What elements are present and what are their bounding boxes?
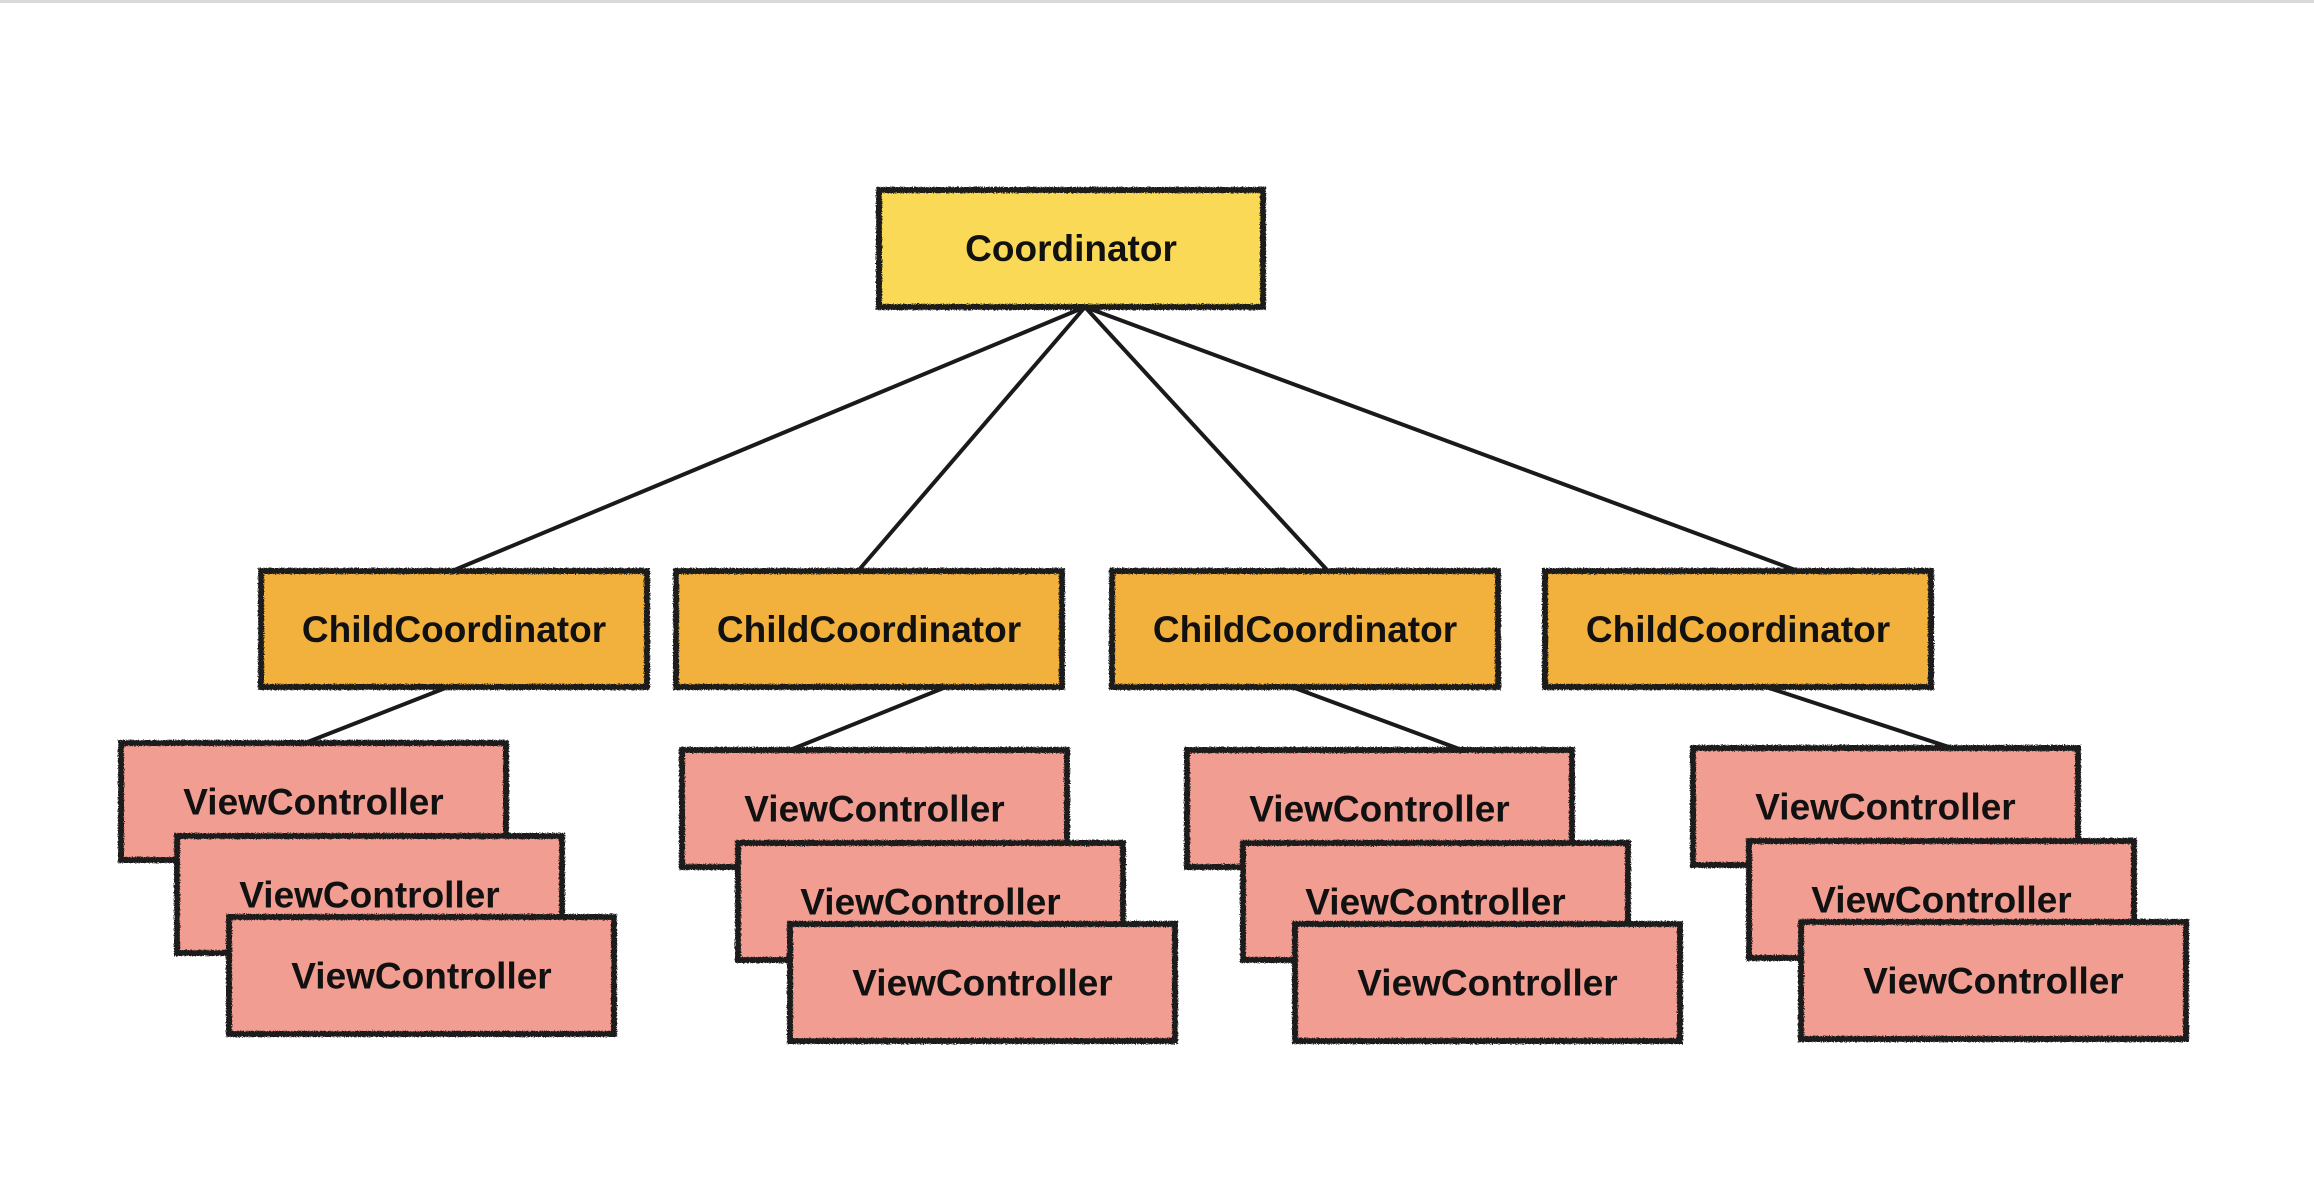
view-controller-1-3-box (226, 914, 617, 1037)
view-controller-4-3-box (1798, 919, 2189, 1042)
view-controller-3-3: ViewController (1292, 921, 1683, 1044)
view-controller-1-3-label: ViewController (291, 956, 551, 997)
view-controller-3-3-box (1292, 921, 1683, 1044)
view-controller-4-3-label: ViewController (1863, 961, 2123, 1002)
child-to-viewcontroller-line-1 (303, 685, 450, 745)
view-controller-1-1-label: ViewController (183, 782, 443, 823)
child-connectors (303, 685, 1954, 752)
view-controller-2-1-label: ViewController (744, 789, 1004, 830)
view-controller-2-3: ViewController (787, 921, 1178, 1044)
child-coordinator-3-box (1109, 568, 1501, 690)
view-controller-layer: ViewControllerViewControllerViewControll… (118, 740, 2189, 1044)
view-controller-1-3: ViewController (226, 914, 617, 1037)
child-coordinator-1-box (258, 568, 650, 690)
root-to-child-line-3 (1083, 305, 1330, 573)
child-coordinator-2: ChildCoordinator (673, 568, 1065, 690)
child-coordinator-3-label: ChildCoordinator (1153, 609, 1457, 650)
view-controller-2-3-box (787, 921, 1178, 1044)
child-to-viewcontroller-line-3 (1290, 685, 1464, 752)
child-coordinator-1-label: ChildCoordinator (302, 609, 606, 650)
view-controller-3-3-label: ViewController (1357, 963, 1617, 1004)
view-controller-1-2-label: ViewController (239, 875, 499, 916)
child-coordinator-3: ChildCoordinator (1109, 568, 1501, 690)
child-to-viewcontroller-line-4 (1764, 685, 1954, 750)
root-coordinator-box (876, 187, 1266, 310)
child-coordinator-2-box (673, 568, 1065, 690)
root-coordinator-node: Coordinator (876, 187, 1266, 310)
root-to-child-line-1 (450, 305, 1087, 573)
root-to-child-line-4 (1083, 305, 1800, 573)
view-controller-2-2-label: ViewController (800, 882, 1060, 923)
root-coordinator-label: Coordinator (965, 228, 1177, 269)
root-connectors (450, 305, 1800, 573)
child-coordinator-4-box (1542, 568, 1934, 690)
view-controller-4-2-label: ViewController (1811, 880, 2071, 921)
root-to-child-line-2 (856, 305, 1087, 573)
child-coordinator-2-label: ChildCoordinator (717, 609, 1021, 650)
top-divider (0, 0, 2314, 3)
view-controller-3-2-label: ViewController (1305, 882, 1565, 923)
view-controller-2-3-label: ViewController (852, 963, 1112, 1004)
view-controller-4-3: ViewController (1798, 919, 2189, 1042)
view-controller-3-1-label: ViewController (1249, 789, 1509, 830)
child-coordinator-1: ChildCoordinator (258, 568, 650, 690)
child-coordinator-4: ChildCoordinator (1542, 568, 1934, 690)
view-controller-4-1-label: ViewController (1755, 787, 2015, 828)
child-to-viewcontroller-line-2 (788, 685, 948, 752)
child-coordinator-4-label: ChildCoordinator (1586, 609, 1890, 650)
child-coordinator-layer: ChildCoordinator ChildCoordinator ChildCoo… (258, 568, 1934, 690)
